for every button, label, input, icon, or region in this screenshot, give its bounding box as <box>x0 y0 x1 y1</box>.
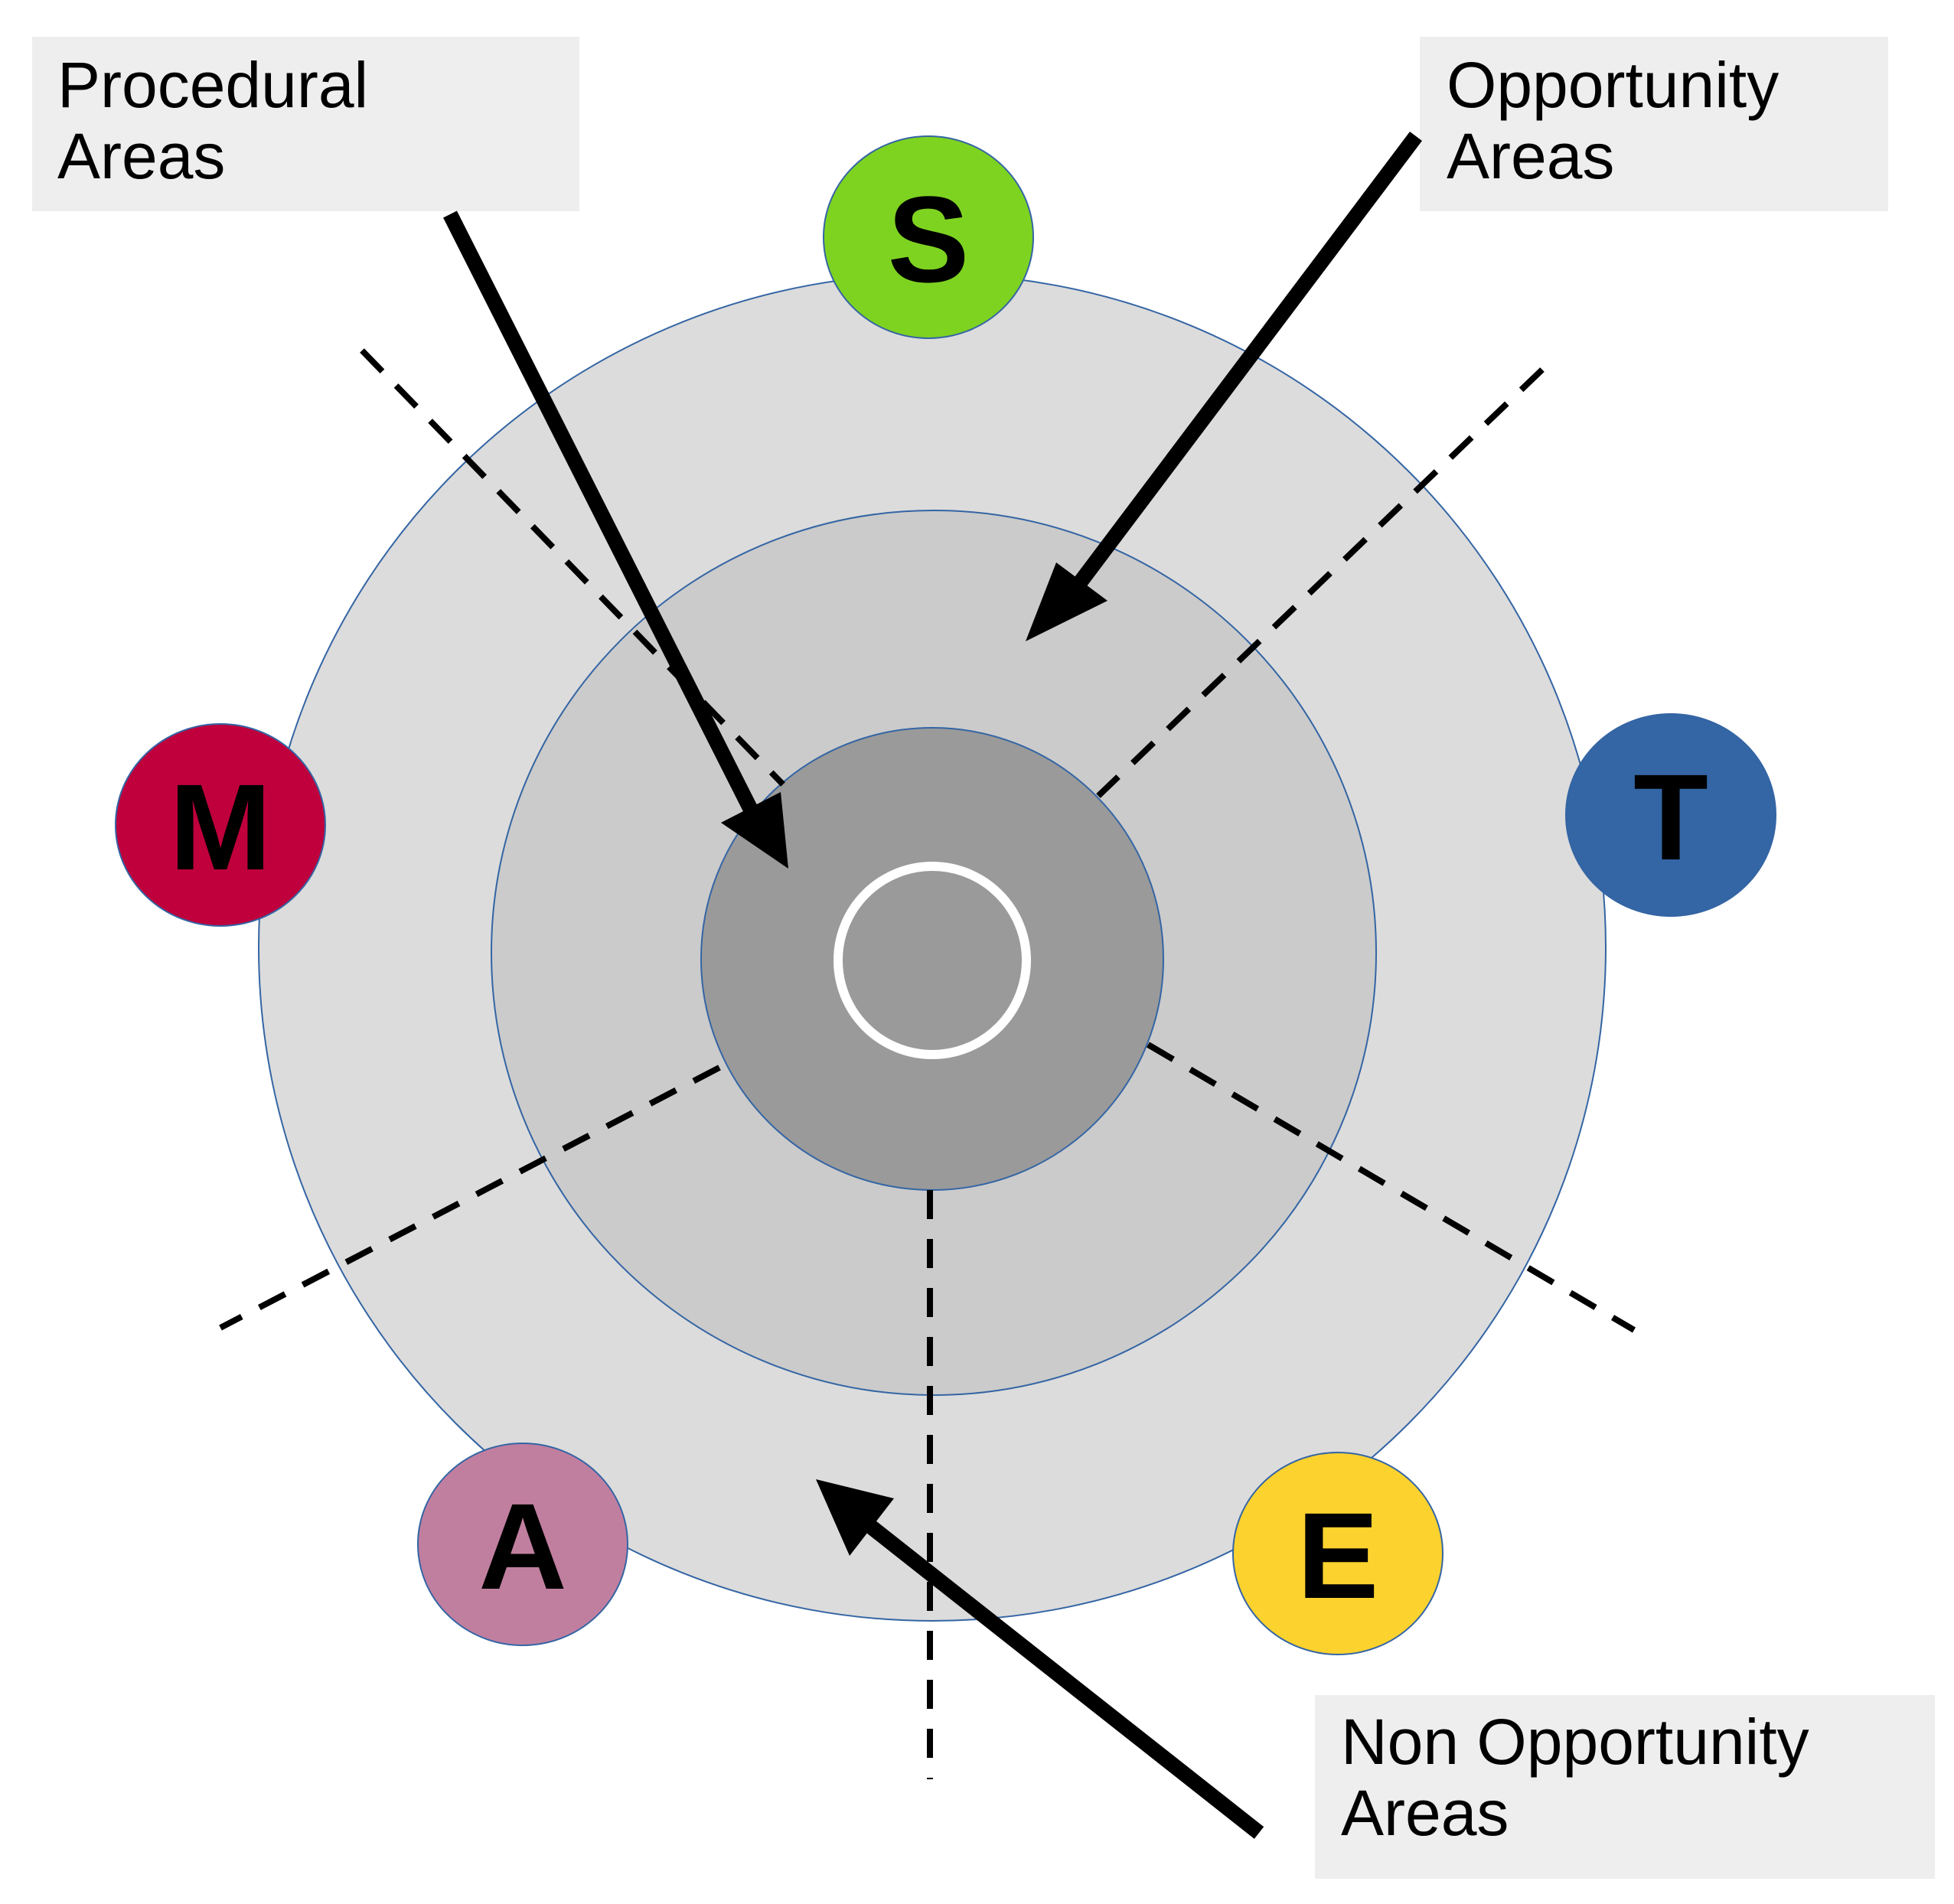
node-m: M <box>115 723 326 927</box>
node-s: S <box>823 135 1034 339</box>
procedural-areas-line1: Procedural <box>57 49 368 121</box>
non-opportunity-areas-callout: Non Opportunity Areas <box>1315 1695 1935 1879</box>
node-e-circle <box>1232 1452 1443 1655</box>
svg-text:Opportunity Areas: Opportunity Areas <box>1447 49 1797 192</box>
opportunity-areas-callout: Opportunity Areas <box>1420 37 1888 211</box>
node-t-letter: T <box>1633 748 1708 885</box>
node-t: T <box>1565 713 1776 917</box>
opportunity-areas-box <box>1420 37 1888 211</box>
node-a-circle <box>417 1443 628 1646</box>
non-opportunity-areas-line1: Non Opportunity <box>1341 1706 1809 1778</box>
node-s-circle <box>823 135 1034 339</box>
non-opportunity-areas-line2: Areas <box>1341 1777 1509 1849</box>
svg-text:Procedural Areas: Procedural Areas <box>57 49 387 192</box>
non-opportunity-arrow <box>816 1479 1264 1839</box>
node-a: A <box>417 1443 628 1646</box>
opportunity-areas-line1: Opportunity <box>1447 49 1779 121</box>
opportunity-areas-line2: Areas <box>1447 120 1614 192</box>
node-e: E <box>1232 1452 1443 1655</box>
divider-upper-right <box>1096 367 1545 798</box>
center-ring <box>833 862 1031 1059</box>
node-a-letter: A <box>478 1478 567 1615</box>
node-t-circle <box>1565 713 1776 917</box>
svg-text:Non Opportunity Areas: Non Opportunity Areas <box>1341 1706 1827 1849</box>
node-e-letter: E <box>1297 1487 1379 1624</box>
divider-lower-right <box>1146 1042 1636 1333</box>
procedural-areas-box <box>32 37 579 211</box>
procedural-areas-callout: Procedural Areas <box>32 37 579 211</box>
procedural-areas-line2: Areas <box>57 120 225 192</box>
node-m-circle <box>115 723 326 927</box>
inner-core <box>700 727 1164 1191</box>
procedural-arrow <box>443 210 788 869</box>
node-m-letter: M <box>169 758 271 895</box>
node-s-letter: S <box>888 171 970 308</box>
non-opportunity-areas-box <box>1315 1695 1935 1879</box>
divider-lower-left <box>219 1064 721 1331</box>
divider-upper-left <box>360 348 785 787</box>
opportunity-arrow <box>1026 131 1422 641</box>
